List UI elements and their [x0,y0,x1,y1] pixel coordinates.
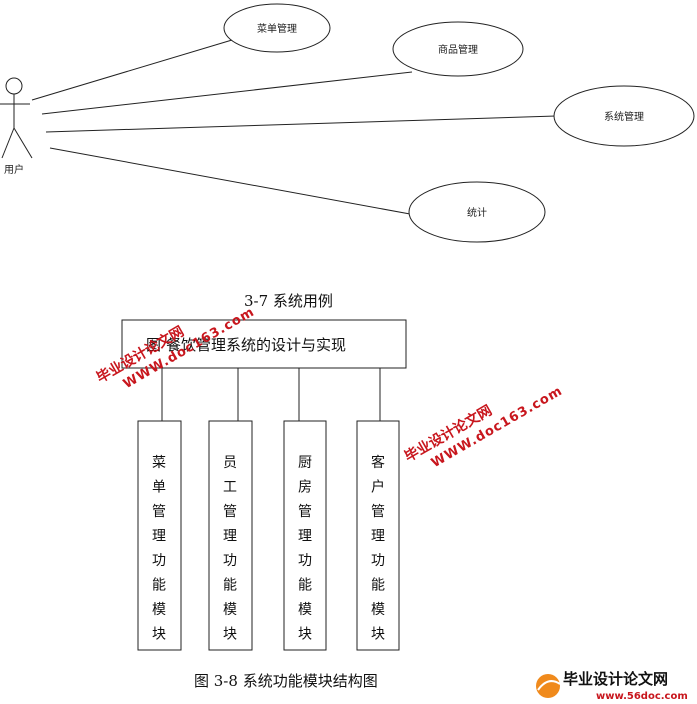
usecase-system-label: 系统管理 [604,110,644,123]
logo-globe-icon [536,674,560,698]
usecase-system: 系统管理 [553,85,695,147]
module-texts: 菜单管理功能模块 员工管理功能模块 厨房管理功能模块 客户管理功能模块 [152,454,385,643]
module-label-menu: 菜单管理功能模块 [152,455,166,643]
connector-lines [161,368,381,421]
module-box-kitchen [283,420,327,651]
usecase-menu: 菜单管理 [223,3,331,53]
site-logo: 毕业设计论文网 www.56doc.com [536,670,688,702]
root-box: 图 餐饮管理系统的设计与实现 [121,319,407,369]
module-label-customer: 客户管理功能模块 [371,454,385,643]
module-label-kitchen: 厨房管理功能模块 [298,455,312,643]
watermark-2: 毕业设计论文网 WWW.doc163.com [402,384,566,472]
actor-figure [0,77,33,159]
module-box-customer [356,420,400,651]
structure-caption: 图 3-8 系统功能模块结构图 [194,672,378,690]
usecase-menu-label: 菜单管理 [257,22,297,35]
usecase-stats-label: 统计 [467,206,487,219]
usecase-goods-label: 商品管理 [438,43,478,56]
actor-label: 用户 [4,163,24,176]
logo-url: www.56doc.com [596,691,688,702]
root-prefix: 图 [146,336,161,354]
module-box-menu [137,420,182,651]
module-box-staff [208,420,253,651]
root-title: 餐饮管理系统的设计与实现 [166,336,346,354]
logo-title: 毕业设计论文网 [563,670,668,688]
module-boxes [137,420,400,651]
association-lines [31,39,557,215]
usecase-caption: 3-7 系统用例 [244,292,333,310]
usecase-goods: 商品管理 [392,21,524,77]
module-label-staff: 员工管理功能模块 [223,455,237,643]
usecase-stats: 统计 [408,181,546,243]
